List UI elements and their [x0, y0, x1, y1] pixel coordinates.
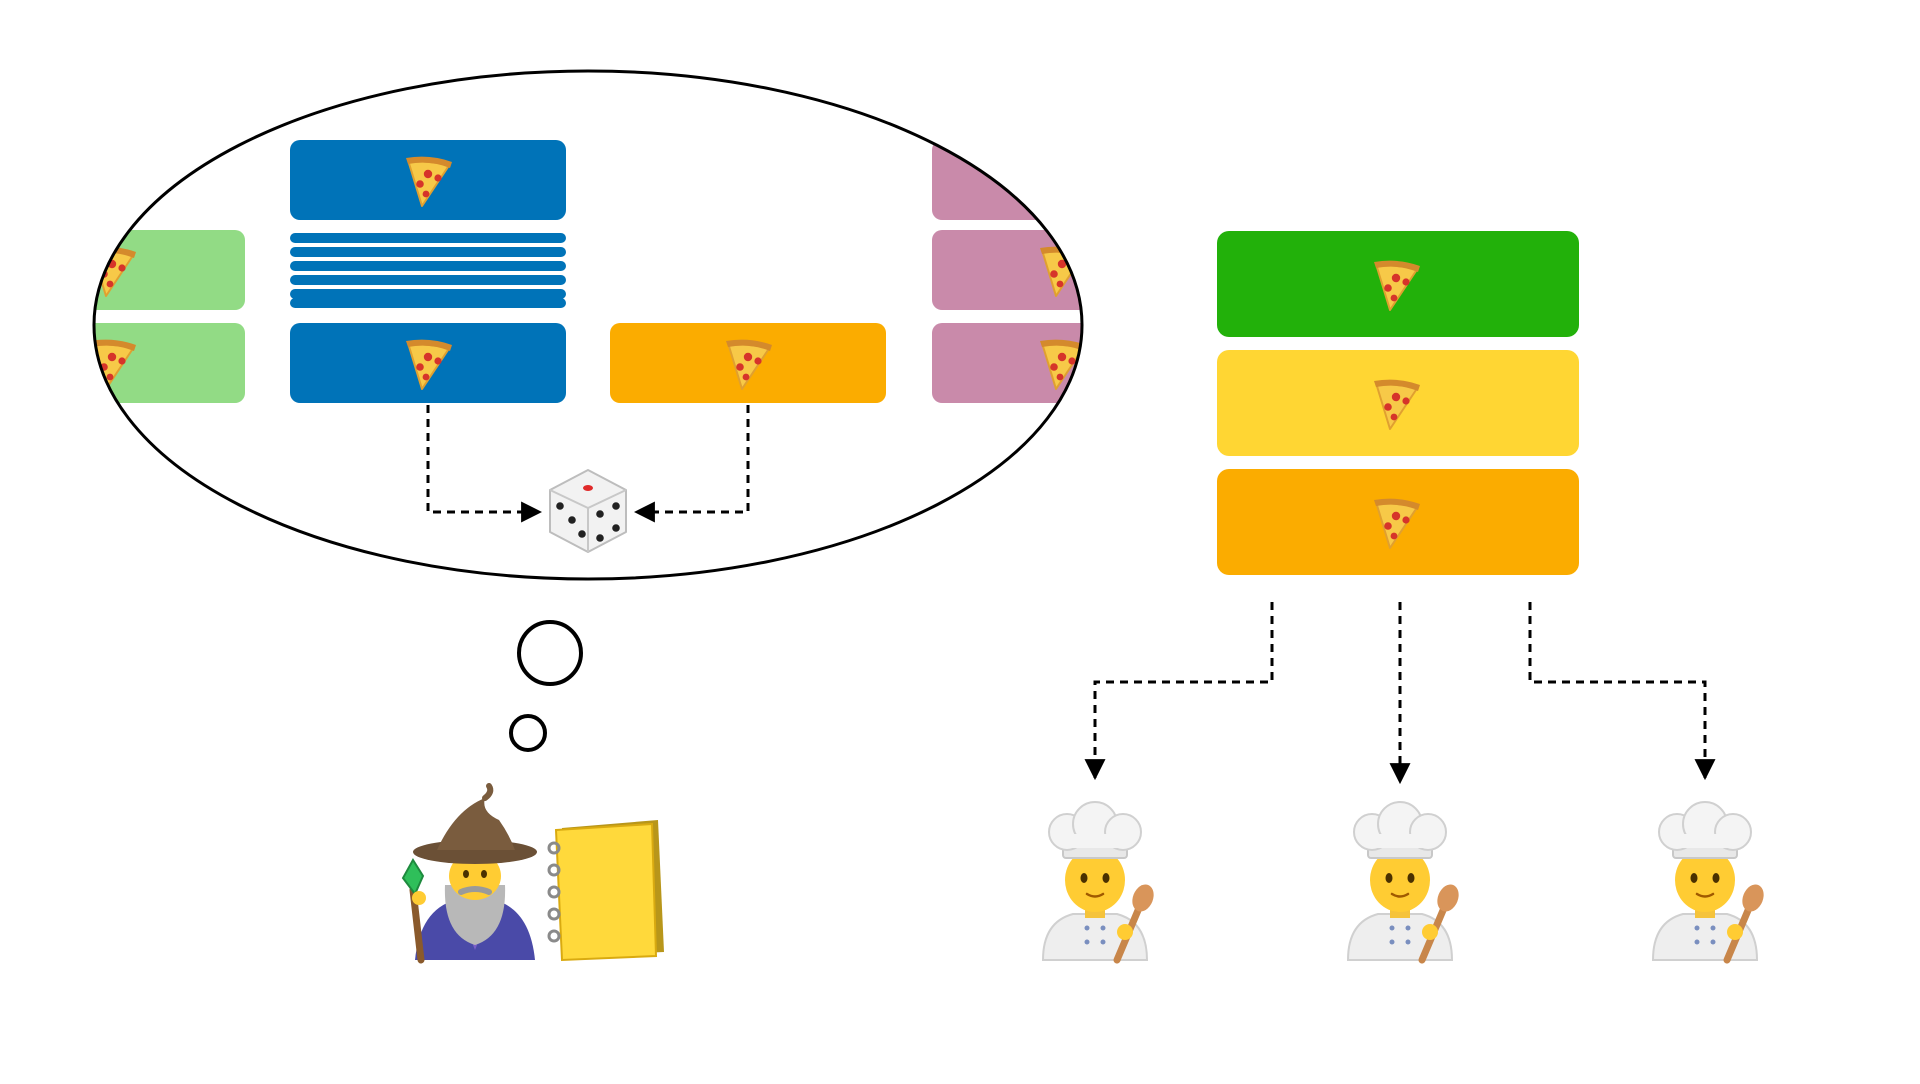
cook-icon-middle	[1348, 802, 1463, 960]
pink-block-top	[932, 140, 1082, 220]
thought-bubble-dot-small	[509, 714, 547, 752]
dice-icon	[549, 469, 627, 553]
stack-block-orange	[1217, 469, 1579, 575]
stack	[1217, 231, 1579, 575]
arrow-to-cook-right	[1528, 602, 1716, 781]
arrow-to-cook-left	[1084, 602, 1274, 781]
pink-block-middle	[932, 230, 1082, 310]
blue-striped-block	[290, 233, 566, 308]
orange-block	[610, 323, 886, 403]
wizard-icon	[401, 783, 537, 964]
thought-bubble	[92, 69, 1084, 752]
stack-block-yellow	[1217, 350, 1579, 456]
light-green-block-bottom	[94, 323, 245, 403]
cook-icon-left	[1043, 802, 1158, 960]
thought-bubble-dot-large	[517, 620, 583, 686]
arrow-blue-to-dice	[426, 405, 543, 523]
pink-block-bottom	[932, 323, 1082, 403]
blue-block-bottom	[290, 323, 566, 403]
notebook-icon	[547, 820, 664, 962]
blue-block-top	[290, 140, 566, 220]
arrow-orange-to-dice	[633, 405, 750, 523]
thought-bubble-outline	[92, 69, 1084, 581]
cook-icon-right	[1653, 802, 1768, 960]
light-green-block-top	[94, 230, 245, 310]
stack-block-green	[1217, 231, 1579, 337]
